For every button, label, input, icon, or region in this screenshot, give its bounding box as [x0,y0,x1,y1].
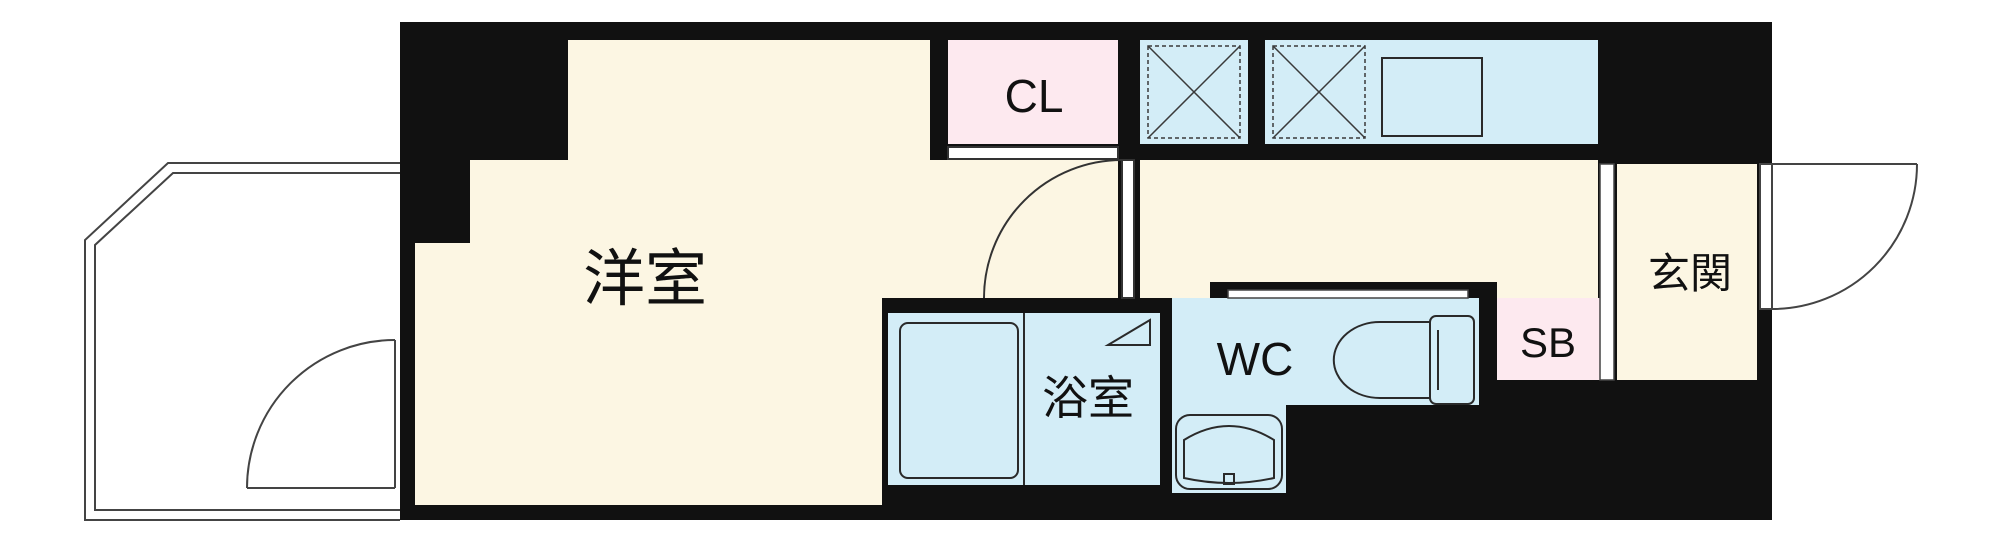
bathtub [899,322,1019,479]
kitchen-sink-icon [1381,57,1483,137]
balcony [84,162,400,521]
room-door [983,159,1135,299]
bathroom-label: 浴室 [1042,372,1134,424]
toilet-icon [1332,315,1475,405]
closet-rail [947,146,1119,160]
shoe-box-floor [1497,298,1600,380]
kitchen-sink-counter [1373,40,1598,144]
front-door [1759,163,1918,310]
corridor-floor [1140,160,1598,380]
western-room-floor [415,40,1118,505]
washbasin-icon [1175,414,1283,490]
wc-window [1227,289,1469,299]
toilet-label: WC [1217,333,1294,385]
closet-label: CL [1005,70,1064,122]
kitchen-crosses [1147,45,1366,139]
wc-floor [1172,298,1479,405]
shoe-box-label: SB [1520,319,1576,366]
entrance-floor [1617,164,1757,380]
entrance-label: 玄関 [1648,250,1732,297]
washbasin-area [1172,405,1286,493]
entrance-step [1599,163,1615,381]
closet-floor [948,40,1118,144]
balcony-door [246,339,396,489]
bathroom-door-mark [1104,318,1151,346]
western-room-label: 洋室 [583,245,707,314]
